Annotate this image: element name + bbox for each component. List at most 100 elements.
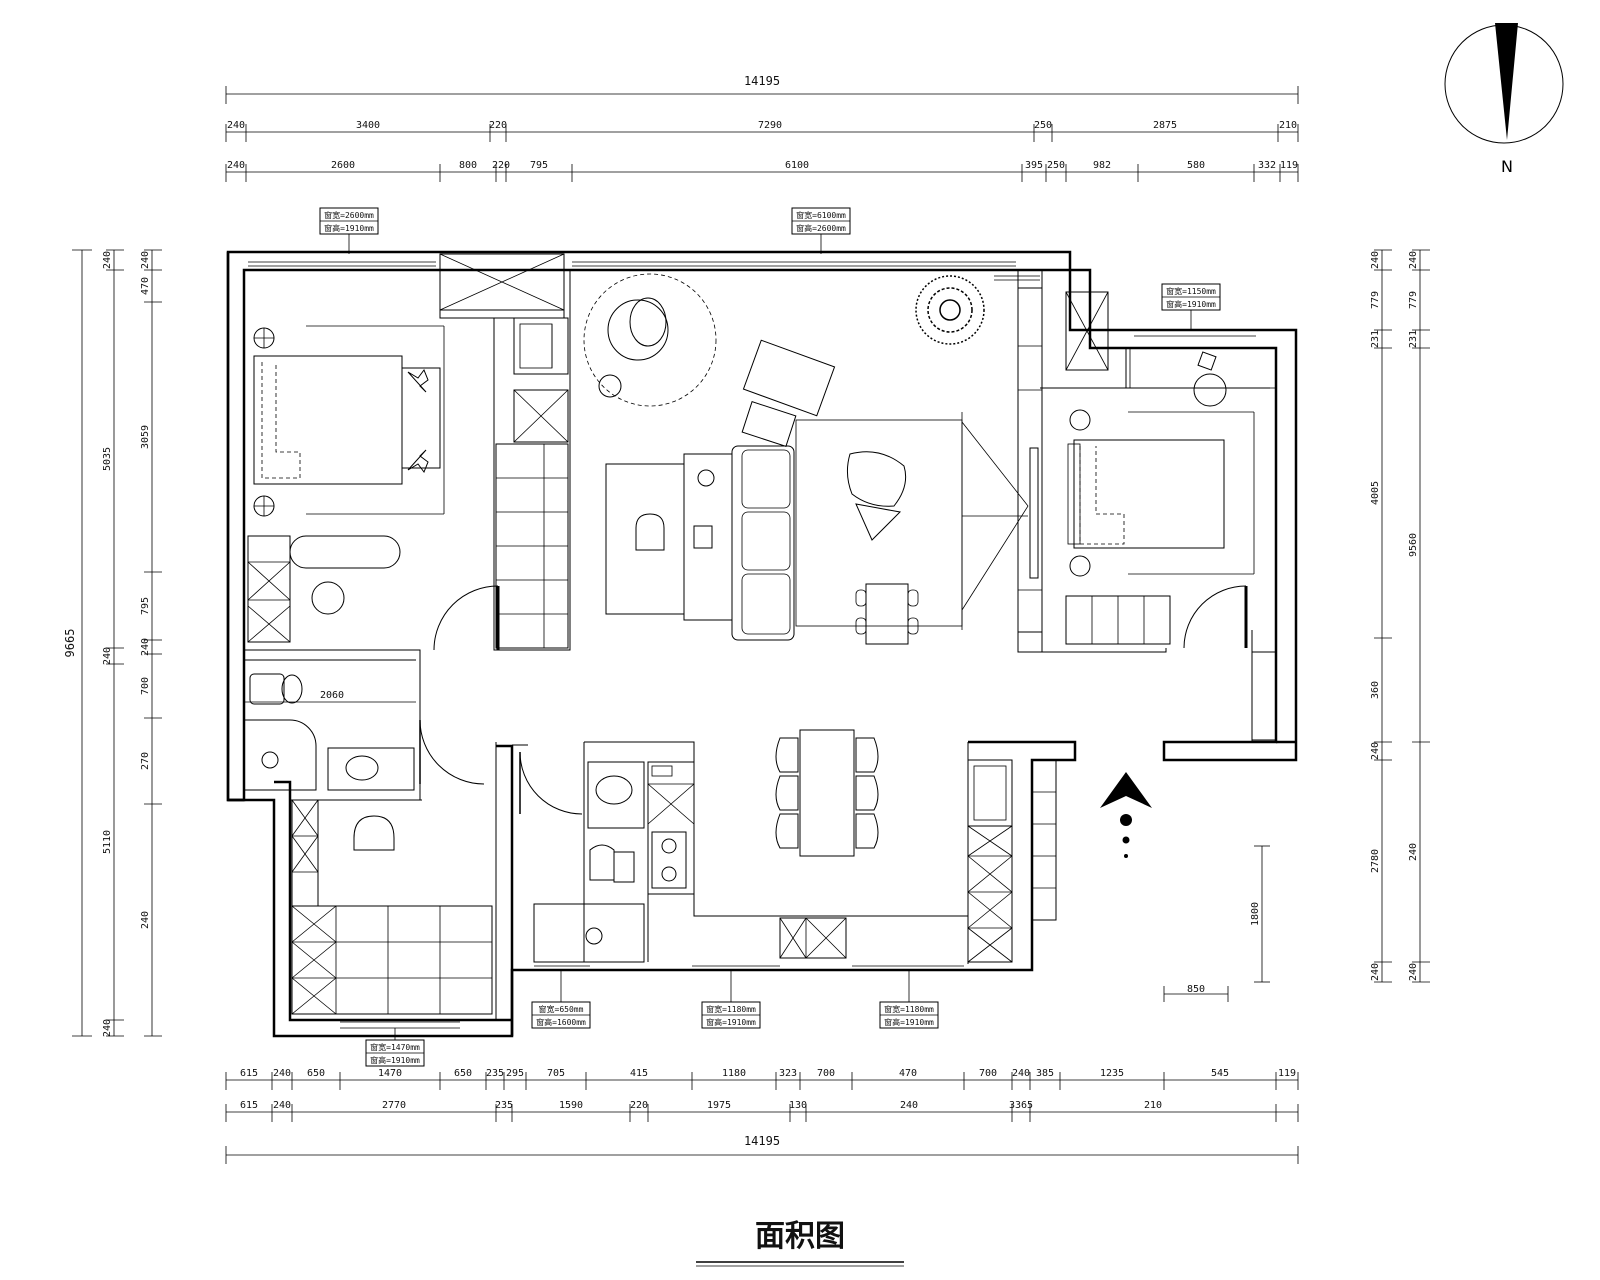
bathroom-1: 2060 bbox=[244, 673, 485, 791]
window-label-kitchen: 窗宽=1180mm 窗高=1910mm bbox=[701, 970, 761, 1029]
left-dim-label: 240 bbox=[140, 251, 151, 269]
top-dim-label: 240 bbox=[227, 160, 245, 171]
kitchen-counter bbox=[647, 761, 695, 895]
right-dim-label: 240 bbox=[1370, 742, 1381, 760]
top-dim-label: 982 bbox=[1093, 160, 1111, 171]
drawing-title: 面积图 bbox=[696, 1219, 904, 1267]
bottom-dim-label: 700 bbox=[817, 1068, 835, 1079]
sink-icon bbox=[345, 755, 379, 781]
bottom-dim-label: 1470 bbox=[378, 1068, 402, 1079]
sink-icon bbox=[595, 775, 633, 805]
top-dim-label: 210 bbox=[1279, 120, 1297, 131]
left-dim-label: 240 bbox=[140, 911, 151, 929]
right-dim-label: 240 bbox=[1370, 963, 1381, 981]
page-title: 面积图 bbox=[755, 1219, 845, 1254]
small-table bbox=[865, 583, 909, 645]
right-dim-label: 2780 bbox=[1370, 849, 1381, 873]
left-dim-label: 240 bbox=[102, 647, 113, 665]
lamp-icon bbox=[1197, 351, 1217, 371]
bottom-dim-label: 1235 bbox=[1100, 1068, 1124, 1079]
window-label-bath2: 窗宽=650mm 窗高=1600mm bbox=[531, 970, 591, 1029]
lounge-chair bbox=[607, 299, 669, 361]
bottom-total-dim: 14195 bbox=[744, 1134, 780, 1148]
right-dim-label: 231 bbox=[1370, 330, 1381, 348]
svg-text:窗高=1910mm: 窗高=1910mm bbox=[1166, 299, 1216, 309]
round-rug bbox=[583, 273, 717, 407]
bottom-dim-label: 240 bbox=[1012, 1068, 1030, 1079]
left-dim-label: 5035 bbox=[102, 447, 113, 471]
bottom-dim-label: 1975 bbox=[707, 1100, 731, 1111]
bottom-dim-label: 2770 bbox=[382, 1100, 406, 1111]
top-dim-label: 3400 bbox=[356, 120, 380, 131]
north-label: N bbox=[1501, 157, 1513, 176]
window-label-bedroom1: 窗宽=2600mm 窗高=1910mm bbox=[319, 207, 379, 254]
bathroom-2 bbox=[533, 761, 645, 963]
left-dim-label: 795 bbox=[140, 597, 151, 615]
entrance-marker: 1800 850 bbox=[1100, 772, 1270, 1002]
left-dim-label: 470 bbox=[140, 277, 151, 295]
fridge bbox=[967, 759, 1013, 827]
right-dim-label: 240 bbox=[1408, 251, 1419, 269]
svg-text:窗宽=1180mm: 窗宽=1180mm bbox=[706, 1004, 756, 1014]
top-dim-label: 6100 bbox=[785, 160, 809, 171]
top-dim-label: 220 bbox=[489, 120, 507, 131]
svg-text:窗宽=1180mm: 窗宽=1180mm bbox=[884, 1004, 934, 1014]
bedroom-2-furniture bbox=[1065, 347, 1277, 741]
shower-tray bbox=[533, 903, 645, 963]
chair-icon bbox=[1193, 373, 1227, 407]
top-dim-label: 2600 bbox=[331, 160, 355, 171]
area-rug bbox=[795, 419, 963, 627]
svg-text:窗高=1910mm: 窗高=1910mm bbox=[884, 1017, 934, 1027]
svg-text:窗高=2600mm: 窗高=2600mm bbox=[796, 223, 846, 233]
bottom-dim-label: 220 bbox=[630, 1100, 648, 1111]
left-dim-label: 240 bbox=[102, 1019, 113, 1037]
bottom-dim-label: 415 bbox=[630, 1068, 648, 1079]
right-dim-label: 9560 bbox=[1408, 533, 1419, 557]
bottom-dim-label: 650 bbox=[307, 1068, 325, 1079]
office-chair-icon bbox=[635, 513, 665, 551]
left-dim-label: 3059 bbox=[140, 425, 151, 449]
top-dim-label: 2875 bbox=[1153, 120, 1177, 131]
north-compass: N bbox=[1444, 23, 1564, 176]
bottom-dim-label: 240 bbox=[900, 1100, 918, 1111]
top-dim-label: 580 bbox=[1187, 160, 1205, 171]
bottom-dim-label: 470 bbox=[899, 1068, 917, 1079]
top-dim-label: 250 bbox=[1047, 160, 1065, 171]
window-label-living: 窗宽=6100mm 窗高=2600mm bbox=[791, 207, 851, 254]
window-label-study: 窗宽=1470mm 窗高=1910mm bbox=[365, 1028, 425, 1067]
right-dim-label: 240 bbox=[1408, 963, 1419, 981]
tall-cabinet bbox=[967, 825, 1013, 963]
laptop-icon bbox=[693, 525, 713, 549]
top-dim-label: 395 bbox=[1025, 160, 1043, 171]
sink-counter bbox=[327, 747, 415, 791]
windows bbox=[248, 253, 1256, 1029]
entry-height-dim: 1800 bbox=[1250, 902, 1261, 926]
bottom-dim-label: 615 bbox=[240, 1068, 258, 1079]
desk bbox=[289, 535, 401, 569]
right-dim-label: 4005 bbox=[1370, 481, 1381, 505]
kitchen-sink bbox=[779, 917, 847, 959]
bottom-dim-label: 1590 bbox=[559, 1100, 583, 1111]
top-total-dim: 14195 bbox=[744, 74, 780, 88]
desk bbox=[1129, 347, 1277, 389]
bottom-dim-label: 1180 bbox=[722, 1068, 746, 1079]
window-label-bedroom2: 窗宽=1150mm 窗高=1910mm bbox=[1161, 283, 1221, 330]
top-dim-label: 220 bbox=[492, 160, 510, 171]
hall-cabinets bbox=[495, 317, 569, 649]
left-dim-label: 240 bbox=[102, 251, 113, 269]
storage-grid bbox=[291, 905, 493, 1015]
left-dim-label: 270 bbox=[140, 752, 151, 770]
svg-text:窗宽=1470mm: 窗宽=1470mm bbox=[370, 1042, 420, 1052]
accent-chair bbox=[742, 339, 836, 417]
svg-text:窗宽=1150mm: 窗宽=1150mm bbox=[1166, 286, 1216, 296]
svg-text:窗高=1910mm: 窗高=1910mm bbox=[370, 1055, 420, 1065]
window-labels: 窗宽=2600mm 窗高=1910mm 窗宽=6100mm 窗高=2600mm … bbox=[319, 207, 1221, 1067]
window-label-dining: 窗宽=1180mm 窗高=1910mm bbox=[879, 970, 939, 1029]
top-dim-label: 800 bbox=[459, 160, 477, 171]
lamp-icon bbox=[697, 469, 715, 487]
bottom-dim-label: 235 bbox=[495, 1100, 513, 1111]
right-dim-label: 231 bbox=[1408, 330, 1419, 348]
